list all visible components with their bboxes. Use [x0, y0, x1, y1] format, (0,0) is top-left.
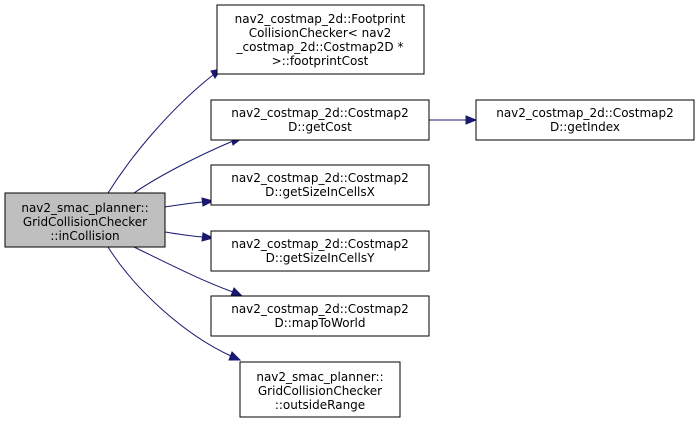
node-label-line: D::getCost [288, 120, 352, 134]
node-getcost[interactable]: nav2_costmap_2d::Costmap2 D::getCost [210, 99, 430, 141]
edge-getcost-getindex [429, 115, 478, 125]
node-label-line: nav2_costmap_2d::Costmap2 [231, 106, 409, 120]
node-label-line: D::getIndex [550, 120, 620, 134]
edges [107, 68, 478, 361]
node-footprintcost[interactable]: nav2_costmap_2d::Footprint CollisionChec… [216, 4, 425, 75]
node-label-line: nav2_costmap_2d::Costmap2 [231, 237, 409, 251]
node-label-line: ::outsideRange [275, 398, 365, 412]
node-label-line: nav2_smac_planner:: [256, 370, 383, 384]
node-getindex[interactable]: nav2_costmap_2d::Costmap2 D::getIndex [475, 99, 695, 141]
node-label-line: GridCollisionChecker [23, 215, 147, 229]
edge-incollision-maptoworld [133, 246, 244, 297]
node-label-line: D::mapToWorld [274, 316, 365, 330]
node-getsizeincellsx[interactable]: nav2_costmap_2d::Costmap2 D::getSizeInCe… [210, 164, 430, 206]
node-getsizeincellsy[interactable]: nav2_costmap_2d::Costmap2 D::getSizeInCe… [210, 230, 430, 272]
node-incollision[interactable]: nav2_smac_planner:: GridCollisionChecker… [4, 192, 166, 248]
node-label-line: >::footprintCost [272, 54, 369, 68]
node-label-line: ::inCollision [50, 229, 119, 243]
node-label-line: _costmap_2d::Costmap2D * [236, 40, 404, 54]
node-label-line: nav2_costmap_2d::Costmap2 [496, 106, 674, 120]
edge-incollision-getsizeincellsy [164, 231, 215, 242]
node-label-line: nav2_costmap_2d::Footprint [235, 12, 406, 26]
node-label-line: D::getSizeInCellsY [266, 251, 375, 265]
node-label-line: GridCollisionChecker [258, 384, 382, 398]
node-label-line: nav2_costmap_2d::Costmap2 [231, 171, 409, 185]
node-maptoworld[interactable]: nav2_costmap_2d::Costmap2 D::mapToWorld [210, 295, 430, 337]
node-label-line: D::getSizeInCellsX [265, 185, 375, 199]
node-label-line: CollisionChecker< nav2 [249, 26, 392, 40]
edge-incollision-getsizeincellsx [164, 197, 215, 208]
node-outsiderange[interactable]: nav2_smac_planner:: GridCollisionChecker… [239, 361, 401, 418]
node-label-line: nav2_costmap_2d::Costmap2 [231, 302, 409, 316]
node-label-line: nav2_smac_planner:: [21, 201, 148, 215]
edge-incollision-outsiderange [107, 246, 242, 361]
